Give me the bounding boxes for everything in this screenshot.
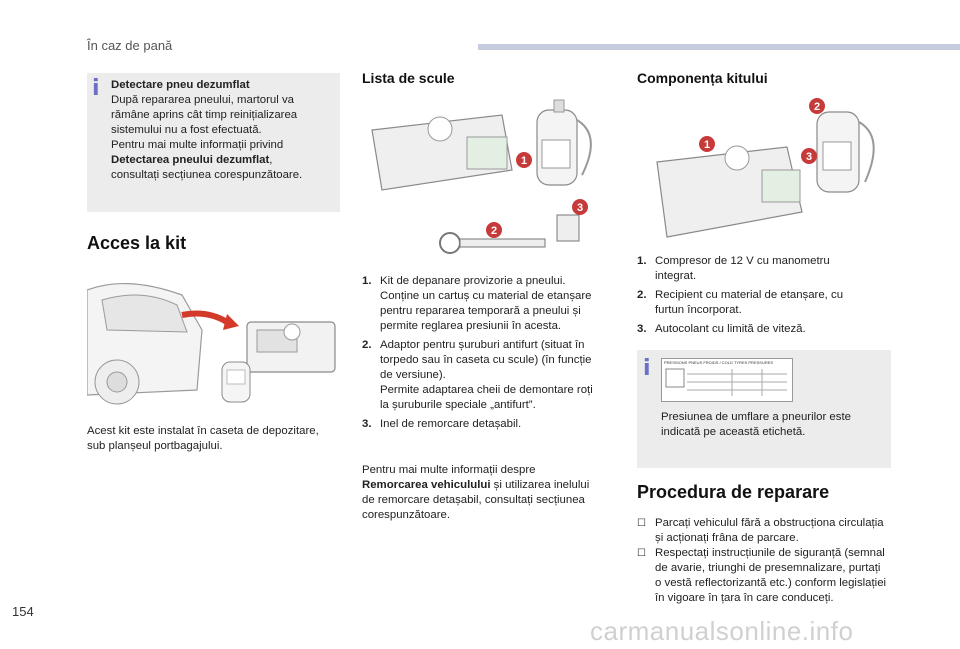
note-line: sistemului nu a fost efectuată.: [111, 124, 262, 136]
svg-text:3: 3: [577, 202, 583, 214]
procedure-steps: ☐ Parcați vehiculul fără a obstrucționa …: [637, 516, 899, 606]
procedure-title: Procedura de reparare: [637, 482, 830, 502]
tools-more: de remorcare detașabil, consultați secți…: [362, 494, 585, 506]
list-item: 2. Adaptor pentru șuruburi antifurt (sit…: [362, 339, 593, 411]
list-item: 3. Inel de remorcare detașabil.: [362, 418, 522, 430]
list-item: ☐ Parcați vehiculul fără a obstrucționa …: [637, 517, 884, 544]
note-detect-box: i Detectare pneu dezumflat După reparare…: [87, 73, 340, 212]
checkbox-icon: ☐: [637, 548, 646, 559]
pressure-note-text: Presiunea de umflare a pneurilor este: [661, 411, 851, 423]
list-item: 1. Compresor de 12 V cu manometru integr…: [637, 255, 830, 282]
note-line: rămâne aprins cât timp reinițializarea: [111, 109, 298, 121]
tools-more: Pentru mai multe informații despre: [362, 464, 536, 476]
tools-illustration: 1 2 3: [362, 95, 612, 260]
svg-text:2: 2: [814, 101, 820, 113]
list-item: 1. Kit de depanare provizorie a pneului.…: [362, 275, 592, 332]
tools-svg: 1 2 3: [371, 99, 592, 254]
note-line: consultați secțiunea corespunzătoare.: [111, 169, 303, 181]
callout-2: 2: [809, 98, 825, 114]
page-number: 154: [12, 604, 34, 619]
info-icon: i: [92, 76, 100, 101]
info-icon: i: [643, 356, 651, 381]
callout-3: 3: [801, 148, 817, 164]
access-text: Acest kit este instalat în caseta de dep…: [87, 425, 319, 437]
tools-more-link[interactable]: Remorcarea vehiculului: [362, 479, 491, 491]
svg-text:3: 3: [806, 151, 812, 163]
note-comma: ,: [269, 154, 273, 166]
note-link[interactable]: Detectarea pneului dezumflat: [111, 154, 270, 166]
tools-list: 1. Kit de depanare provizorie a pneului.…: [362, 274, 622, 432]
tools-more: corespunzătoare.: [362, 509, 451, 521]
list-item: 2. Recipient cu material de etanșare, cu…: [637, 289, 844, 316]
callout-1: 1: [516, 152, 532, 168]
callout-2: 2: [486, 222, 502, 238]
components-list: 1. Compresor de 12 V cu manometru integr…: [637, 254, 891, 337]
list-item: ☐ Respectați instrucțiunile de siguranță…: [637, 547, 887, 604]
svg-text:2: 2: [491, 225, 497, 237]
section-label: În caz de pană: [87, 38, 173, 53]
car-trunk-illustration: [86, 283, 336, 405]
access-illustration: [86, 270, 340, 408]
svg-text:1: 1: [704, 139, 710, 151]
callout-1: 1: [699, 136, 715, 152]
pressure-note-box: i PRESSIONS PNEUS FROIDS / COLD TYRES PR…: [637, 350, 891, 468]
note-line: După repararea pneului, martorul va: [111, 94, 294, 106]
note-line: Pentru mai multe informații privind: [111, 139, 284, 151]
header-bar: [478, 44, 960, 50]
checkbox-icon: ☐: [637, 518, 646, 529]
components-svg: 1 2 3: [656, 98, 875, 238]
access-text: sub planșeul portbagajului.: [87, 440, 223, 452]
list-item: 3. Autocolant cu limită de viteză.: [637, 323, 806, 335]
watermark: carmanualsonline.info: [590, 616, 854, 646]
components-title: Componența kitului: [637, 70, 768, 86]
tyre-label-header: PRESSIONS PNEUS FROIDS / COLD TYRES PRES…: [664, 360, 774, 365]
tools-title: Lista de scule: [362, 70, 455, 86]
tyre-pressure-label: PRESSIONS PNEUS FROIDS / COLD TYRES PRES…: [661, 358, 793, 402]
tools-more: și utilizarea inelului: [490, 479, 590, 491]
callout-3: 3: [572, 199, 588, 215]
svg-text:1: 1: [521, 155, 527, 167]
note-title: Detectare pneu dezumflat: [111, 79, 250, 91]
access-title: Acces la kit: [87, 233, 187, 253]
pressure-note-text: indicată pe această etichetă.: [661, 426, 806, 438]
tyre-label-grid: [665, 368, 787, 396]
components-illustration: 1 2 3: [637, 92, 891, 247]
